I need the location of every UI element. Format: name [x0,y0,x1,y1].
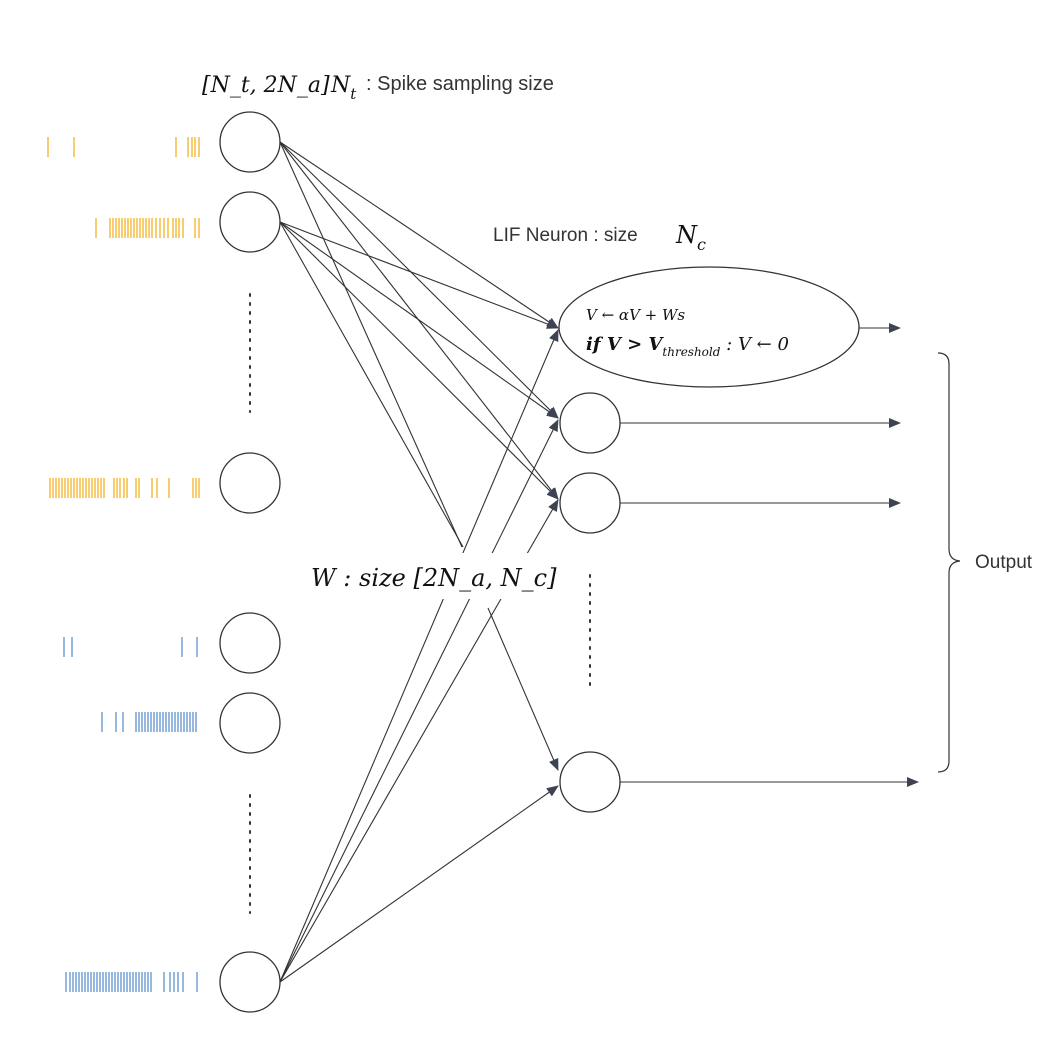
input-neuron-4 [219,612,281,674]
lif-size-base: N [675,221,698,249]
spike-trains [47,137,200,992]
connection [487,607,559,771]
connection [279,141,463,548]
lif-size-subscript: c [697,235,706,254]
nt-symbol: Nt [330,73,357,103]
output-neuron-2 [559,472,621,534]
spike-train-1 [47,137,200,157]
lif-reset-prefix: if V > V [586,334,664,355]
spike-train-4 [63,637,198,657]
connection [279,141,559,329]
nt-symbol-base: N [330,73,351,98]
input-neuron-2 [219,191,281,253]
connection [279,419,559,983]
input-neuron-5 [219,692,281,754]
connection [279,785,559,983]
weight-matrix-label: W : size [2N_a, N_c] [311,564,557,592]
lif-reset-subscript: threshold [662,345,720,359]
nt-symbol-subscript: t [350,85,357,103]
connection [279,221,559,500]
spike-train-6 [65,972,198,992]
lif-reset-suffix: : V ← 0 [720,334,788,355]
input-neurons [219,111,281,1013]
input-neuron-1 [219,111,281,173]
lif-update-rule: V ← αV + Ws [586,306,685,324]
output-neuron-1 [559,392,621,454]
connection [279,221,559,419]
spike-train-3 [49,478,200,498]
lif-size-symbol: Nc [675,221,706,254]
output-neuron-3 [559,751,621,813]
lif-neuron-ellipse [558,266,860,388]
spike-sampling-size-label: : Spike sampling size [366,73,554,95]
input-neuron-3 [219,452,281,514]
lif-neuron-title: LIF Neuron : size [493,225,638,246]
output-brace [937,352,961,773]
lif-reset-rule: if V > Vthreshold : V ← 0 [586,334,789,359]
connection [279,221,464,548]
input-shape-label: [N_t, 2N_a] [202,73,330,98]
weight-label-background [300,553,536,599]
connection [279,329,559,983]
connection [279,141,559,419]
input-neuron-6 [219,951,281,1013]
spike-train-2 [95,218,200,238]
spike-train-5 [101,712,197,732]
connection [279,221,559,329]
output-label: Output [975,552,1033,573]
